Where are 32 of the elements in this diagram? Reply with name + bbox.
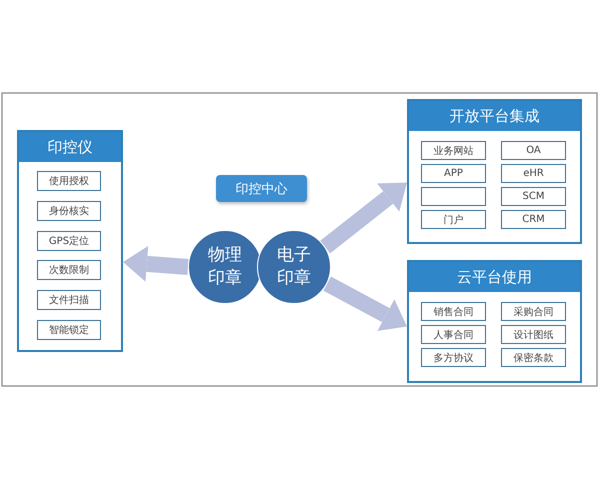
item-box: 销售合同 <box>421 302 486 321</box>
seal-circle: 物理印章 <box>188 230 262 304</box>
block-arrow <box>323 276 407 331</box>
item-box: CRM <box>501 210 566 229</box>
seal-circle: 电子印章 <box>257 230 331 304</box>
empty-box <box>421 187 486 206</box>
item-box: APP <box>421 164 486 183</box>
item-box: eHR <box>501 164 566 183</box>
center-box: 印控中心 <box>216 175 307 202</box>
item-box: 智能锁定 <box>37 320 101 340</box>
item-box: 业务网站 <box>421 141 486 160</box>
item-box: 采购合同 <box>501 302 566 321</box>
block-arrow <box>320 182 407 254</box>
item-box: SCM <box>501 187 566 206</box>
item-box: 使用授权 <box>37 171 101 191</box>
panel <box>407 260 582 383</box>
item-box: 身份核实 <box>37 200 101 221</box>
panel-heading: 开放平台集成 <box>409 101 580 131</box>
panel-heading: 印控仪 <box>19 132 121 162</box>
item-box: 文件扫描 <box>37 290 101 310</box>
item-box: 多方协议 <box>421 348 486 367</box>
item-box: 次数限制 <box>37 260 101 280</box>
panel-heading: 云平台使用 <box>409 262 580 292</box>
item-box: 门户 <box>421 210 486 229</box>
panel <box>407 99 582 244</box>
item-box: 保密条款 <box>501 348 566 367</box>
item-box: GPS定位 <box>37 230 101 251</box>
block-arrow <box>123 246 189 282</box>
item-box: 设计图纸 <box>501 325 566 344</box>
item-box: OA <box>501 141 566 160</box>
panel <box>17 130 123 352</box>
item-box: 人事合同 <box>421 325 486 344</box>
